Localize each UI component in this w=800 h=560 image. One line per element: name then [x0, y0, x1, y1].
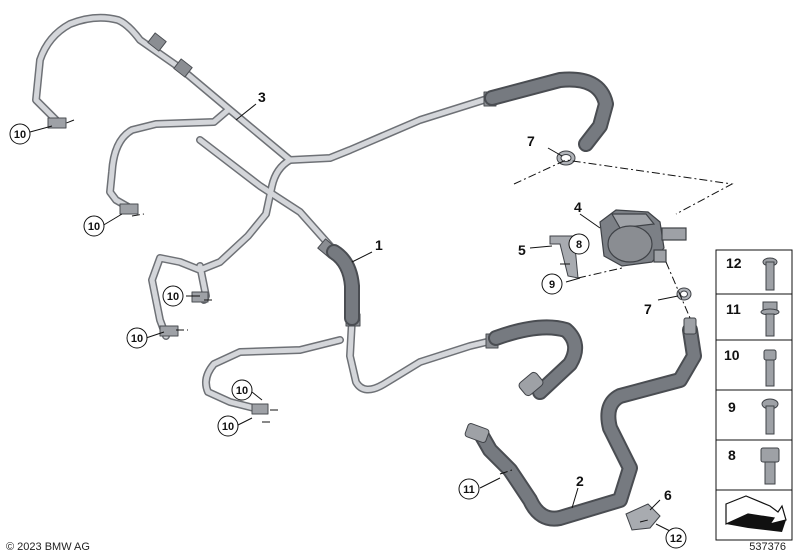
callout-10-a: 10 [9, 123, 31, 145]
hose-part-2 [474, 322, 702, 527]
panel-row-10[interactable]: 10 [724, 347, 777, 387]
callout-12: 12 [665, 527, 687, 549]
round-head-screw-icon [761, 398, 779, 435]
hose-middle [488, 319, 584, 400]
svg-text:10: 10 [236, 385, 248, 397]
panel-row-8[interactable]: 8 [728, 447, 780, 485]
hose-part-1 [326, 244, 360, 326]
svg-text:10: 10 [14, 129, 26, 141]
callout-10-c: 10 [162, 285, 184, 307]
svg-text:9: 9 [549, 279, 555, 291]
svg-text:10: 10 [131, 333, 143, 345]
panel-row-9[interactable]: 9 [728, 398, 779, 435]
callout-labels: 1 2 3 4 5 6 7 7 8 9 10 10 10 10 [9, 89, 687, 549]
svg-text:11: 11 [463, 484, 475, 496]
callout-8: 8 [568, 233, 590, 255]
callout-4: 4 [574, 199, 582, 215]
copyright-text: © 2023 BMW AG [6, 541, 90, 553]
panel-number-9: 9 [728, 399, 736, 415]
callout-10-e: 10 [231, 379, 253, 401]
panel-number-10: 10 [724, 347, 740, 363]
svg-text:12: 12 [670, 533, 682, 545]
clamp-part-7-lower [676, 287, 692, 301]
callout-10-b: 10 [83, 215, 105, 237]
panel-number-12: 12 [726, 255, 742, 271]
clamp-part-7-upper [556, 150, 576, 166]
callout-7-lower: 7 [644, 301, 652, 317]
panel-row-11[interactable]: 11 [726, 301, 780, 337]
callout-1: 1 [375, 237, 383, 253]
panel-row-12[interactable]: 12 [726, 255, 778, 291]
leader-lines [29, 103, 679, 535]
callout-7-upper: 7 [527, 133, 535, 149]
callout-6: 6 [664, 487, 672, 503]
callout-11: 11 [458, 478, 480, 500]
svg-text:10: 10 [88, 221, 100, 233]
svg-text:8: 8 [576, 239, 582, 251]
hex-socket-cap-screw-icon [762, 257, 778, 291]
hex-socket-cap-screw-icon [760, 447, 780, 485]
small-parts-panel: 12 11 10 9 [715, 249, 793, 541]
socket-head-screw-icon [763, 349, 777, 387]
pump-part-4 [599, 209, 687, 267]
svg-text:10: 10 [222, 421, 234, 433]
panel-number-11: 11 [726, 301, 741, 317]
callout-2: 2 [576, 473, 584, 489]
callout-10-d: 10 [126, 327, 148, 349]
callout-3: 3 [258, 89, 266, 105]
diagram-id: 537376 [749, 541, 786, 553]
panel-number-8: 8 [728, 447, 736, 463]
callout-10-f: 10 [217, 415, 239, 437]
reference-lines [63, 119, 734, 523]
fuel-pipe-part-3 [32, 13, 499, 415]
bracket-part-6 [625, 503, 661, 531]
arrow-icon[interactable] [725, 495, 787, 532]
callout-5: 5 [518, 242, 526, 258]
flange-hex-bolt-icon [760, 301, 780, 337]
svg-text:10: 10 [167, 291, 179, 303]
hose-upper [484, 71, 614, 152]
callout-9: 9 [541, 273, 563, 295]
